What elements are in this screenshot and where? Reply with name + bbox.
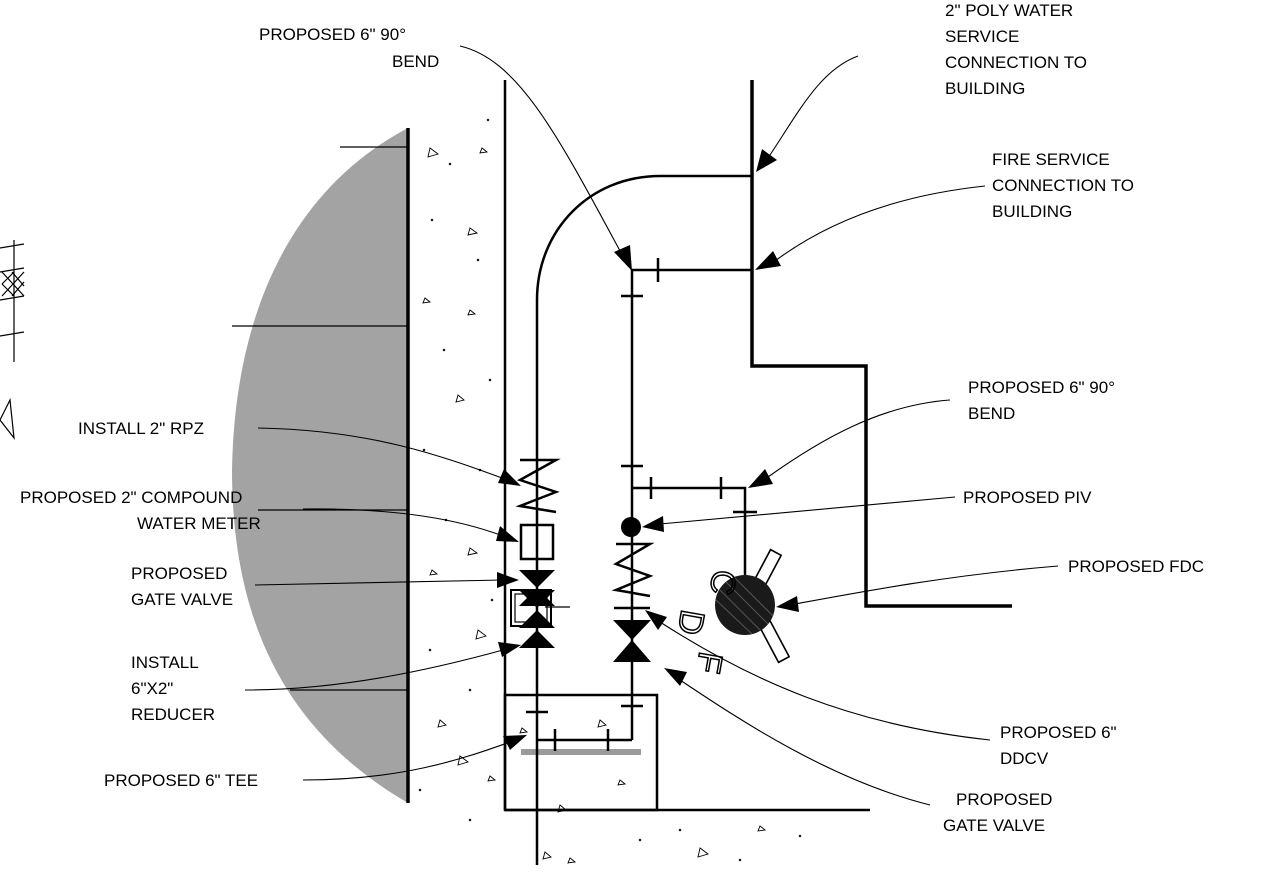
domestic-water-line <box>535 174 752 865</box>
gate-valve-right <box>613 620 651 662</box>
rpz-valve <box>515 458 561 514</box>
fdc-letter-c: C <box>702 567 744 598</box>
fire-line <box>526 258 757 751</box>
label-gate-right-line2: GATE VALVE <box>943 816 1045 835</box>
label-meter-line1: PROPOSED 2" COMPOUND <box>20 488 242 507</box>
label-ddcv-line1: PROPOSED 6" <box>1000 723 1117 742</box>
label-bend-mid-line2: BEND <box>968 404 1015 423</box>
label-fire-line3: BUILDING <box>992 202 1072 221</box>
label-gate-left-line2: GATE VALVE <box>131 590 233 609</box>
label-fire-line1: FIRE SERVICE <box>992 150 1110 169</box>
labels: PROPOSED 6" 90° BEND 2" POLY WATER SERVI… <box>20 1 1204 835</box>
fdc-symbol: C D F <box>669 548 791 677</box>
building-wall <box>750 80 1012 608</box>
label-poly-line3: CONNECTION TO <box>945 53 1087 72</box>
label-bend-top-line2: BEND <box>392 52 439 71</box>
label-poly-line4: BUILDING <box>945 79 1025 98</box>
label-bend-mid-line1: PROPOSED 6" 90° <box>968 378 1115 397</box>
label-reducer-line2: 6"X2" <box>131 679 173 698</box>
leader-lines <box>244 45 1059 806</box>
label-reducer-line3: REDUCER <box>131 705 215 724</box>
label-reducer-line1: INSTALL <box>131 653 199 672</box>
fdc-letter-d: D <box>670 607 712 638</box>
water-meter <box>519 523 555 561</box>
gate-valve-left <box>510 570 570 648</box>
ddcv-valve <box>611 542 655 598</box>
piv-valve <box>621 517 641 537</box>
label-poly-line1: 2" POLY WATER <box>945 1 1073 20</box>
label-poly-line2: SERVICE <box>945 27 1019 46</box>
label-tee: PROPOSED 6" TEE <box>104 771 258 790</box>
wall-lines <box>232 80 870 812</box>
label-meter-line2: WATER METER <box>137 514 261 533</box>
label-bend-top-line1: PROPOSED 6" 90° <box>259 25 406 44</box>
shaded-area <box>232 128 408 803</box>
label-ddcv-line2: DDCV <box>1000 749 1049 768</box>
left-partial-detail <box>0 240 25 441</box>
label-fire-line2: CONNECTION TO <box>992 176 1134 195</box>
label-rpz: INSTALL 2" RPZ <box>78 419 204 438</box>
label-gate-left-line1: PROPOSED <box>131 564 227 583</box>
label-fdc: PROPOSED FDC <box>1068 557 1204 576</box>
fdc-letter-f: F <box>688 649 729 676</box>
label-piv: PROPOSED PIV <box>963 488 1092 507</box>
label-gate-right-line1: PROPOSED <box>956 790 1052 809</box>
meter-vault <box>503 693 659 812</box>
